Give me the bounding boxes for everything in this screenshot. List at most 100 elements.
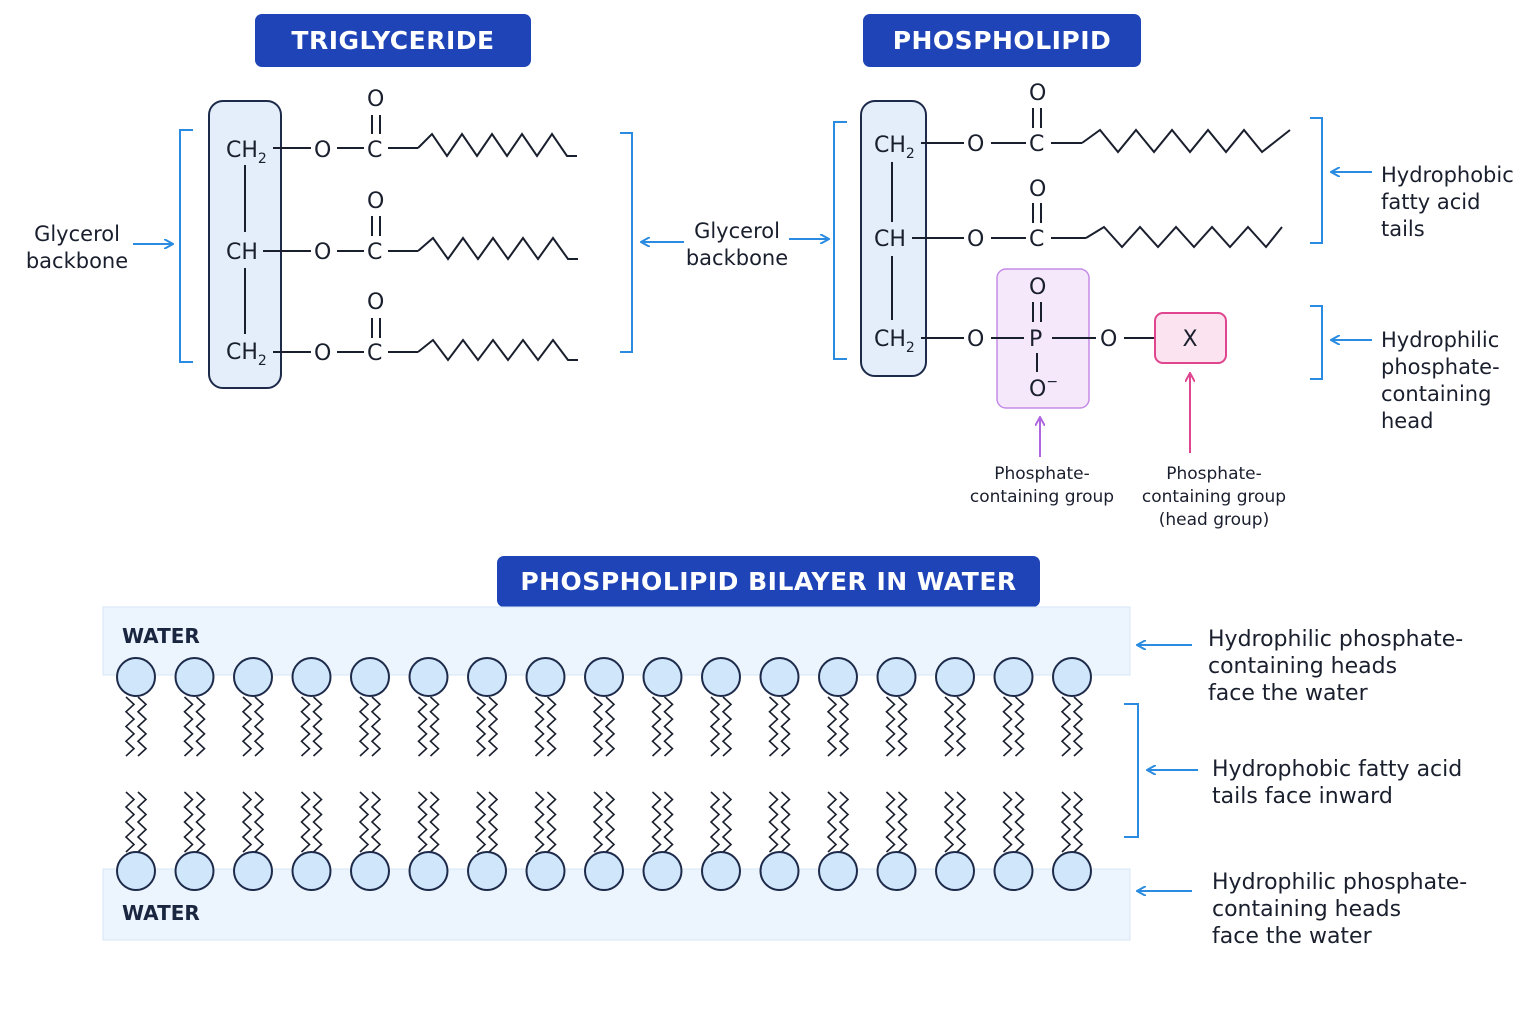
- phosphate-head: [818, 657, 858, 697]
- lipid-tail: [1072, 696, 1084, 757]
- lipid-tail: [475, 696, 487, 757]
- lipid-tail: [241, 791, 253, 853]
- glycerol-backbone-label: Glycerol backbone: [685, 219, 789, 270]
- lipid-tail: [897, 696, 908, 757]
- lipid-tail: [709, 696, 721, 757]
- heads-face-water-label-bottom: Hydrophilic phosphate- containing heads …: [1212, 870, 1468, 949]
- lipid-tail: [370, 696, 382, 757]
- water-label-top: WATER: [122, 624, 200, 648]
- phosphate-head: [1052, 657, 1092, 697]
- lipid-tail: [780, 696, 791, 757]
- lipid-molecules: [116, 657, 1092, 891]
- lipid-tail: [651, 696, 662, 757]
- lipid-tail: [943, 791, 955, 853]
- phosphate-head: [759, 657, 800, 697]
- phosphate-head: [467, 657, 507, 697]
- phosphate-head: [174, 657, 215, 697]
- bilayer-title: PHOSPHOLIPID BILAYER IN WATER: [497, 556, 1040, 607]
- phosphate-head: [116, 851, 156, 891]
- phosphate-head: [467, 851, 507, 891]
- lipid-tail: [1002, 696, 1013, 757]
- oxygen-text: O: [1029, 275, 1046, 300]
- x-group-box: [1154, 312, 1227, 364]
- phosphate-head: [993, 657, 1034, 697]
- carbon-text: C: [1029, 132, 1044, 157]
- oxygen-text: O: [367, 290, 384, 315]
- lipid-tail: [838, 791, 850, 853]
- lipid-tail: [358, 696, 370, 757]
- lipid-tail: [604, 791, 616, 853]
- phosphate-head: [291, 657, 332, 697]
- lipid-tail: [312, 696, 323, 757]
- lipid-tail: [300, 696, 311, 757]
- triglyceride-title: TRIGLYCERIDE: [255, 14, 531, 67]
- lipid-tail: [768, 791, 779, 853]
- lipid-tail: [592, 791, 604, 853]
- lipid-tail: [241, 696, 253, 757]
- phosphate-head: [993, 851, 1034, 891]
- lipid-tail: [183, 791, 194, 853]
- phosphate-head: [233, 657, 273, 697]
- lipid-tail: [429, 696, 440, 757]
- lipid-tail: [312, 791, 323, 853]
- oxygen-text: O: [314, 341, 331, 366]
- lipid-tail: [1014, 696, 1025, 757]
- lipid-tail: [475, 791, 487, 853]
- phosphate-head: [701, 657, 741, 697]
- oxygen-text: O: [967, 227, 984, 252]
- lipid-tail: [1060, 791, 1072, 853]
- oxygen-text: O: [367, 87, 384, 112]
- lipid-tail: [721, 791, 733, 853]
- hydrophobic-tails-label: Hydrophobic fatty acid tails: [1381, 163, 1514, 241]
- lipid-tail: [1060, 696, 1072, 757]
- triglyceride-structure: CH2 O C O CH O C O CH2 O C O: [133, 87, 684, 389]
- x-text: X: [1182, 327, 1197, 352]
- lipid-tail: [534, 791, 545, 853]
- phosphate-group-label: Phosphate- containing group: [969, 464, 1115, 507]
- phosphate-head: [408, 851, 449, 891]
- phosphate-head: [584, 657, 624, 697]
- glycerol-box: [208, 100, 282, 389]
- phosphate-head: [642, 657, 683, 697]
- phosphate-head: [291, 851, 332, 891]
- lipid-tail: [768, 696, 779, 757]
- phosphate-head: [174, 851, 215, 891]
- lipid-tail: [663, 791, 674, 853]
- left-bracket: [833, 121, 847, 360]
- phosphate-head: [233, 851, 273, 891]
- lipid-tail: [955, 696, 967, 757]
- oxygen-text: O: [967, 132, 984, 157]
- lipid-tail: [370, 791, 382, 853]
- oxygen-text: O: [967, 327, 984, 352]
- lipid-tail: [885, 696, 896, 757]
- phosphate-head: [642, 851, 683, 891]
- lipid-tail: [885, 791, 896, 853]
- lipid-tail: [429, 791, 440, 853]
- lipid-tail: [534, 696, 545, 757]
- oxygen-text: O: [314, 138, 331, 163]
- lipid-tail: [1002, 791, 1013, 853]
- lipid-tail: [780, 791, 791, 853]
- lipid-tail: [826, 696, 838, 757]
- oxygen-text: O: [314, 240, 331, 265]
- lipid-tail: [663, 696, 674, 757]
- bilayer-diagram: [102, 606, 1198, 941]
- ch-text: CH: [874, 227, 906, 252]
- phosphate-head: [525, 657, 566, 697]
- lipid-tail: [838, 696, 850, 757]
- phosphate-head: [525, 851, 566, 891]
- lipid-tail: [124, 696, 136, 757]
- tails-face-inward-label: Hydrophobic fatty acid tails face inward: [1212, 757, 1463, 809]
- lipid-tail: [136, 791, 148, 853]
- lipid-tail: [1014, 791, 1025, 853]
- lipid-tail: [955, 791, 967, 853]
- oxygen-text: O: [367, 189, 384, 214]
- carbon-text: C: [367, 138, 382, 163]
- head-group-label: Phosphate- containing group (head group): [1141, 464, 1287, 530]
- carbon-text: C: [1029, 227, 1044, 252]
- lipid-tail: [546, 696, 557, 757]
- lipid-tail: [604, 696, 616, 757]
- left-bracket: [179, 129, 193, 363]
- phosphate-head: [584, 851, 624, 891]
